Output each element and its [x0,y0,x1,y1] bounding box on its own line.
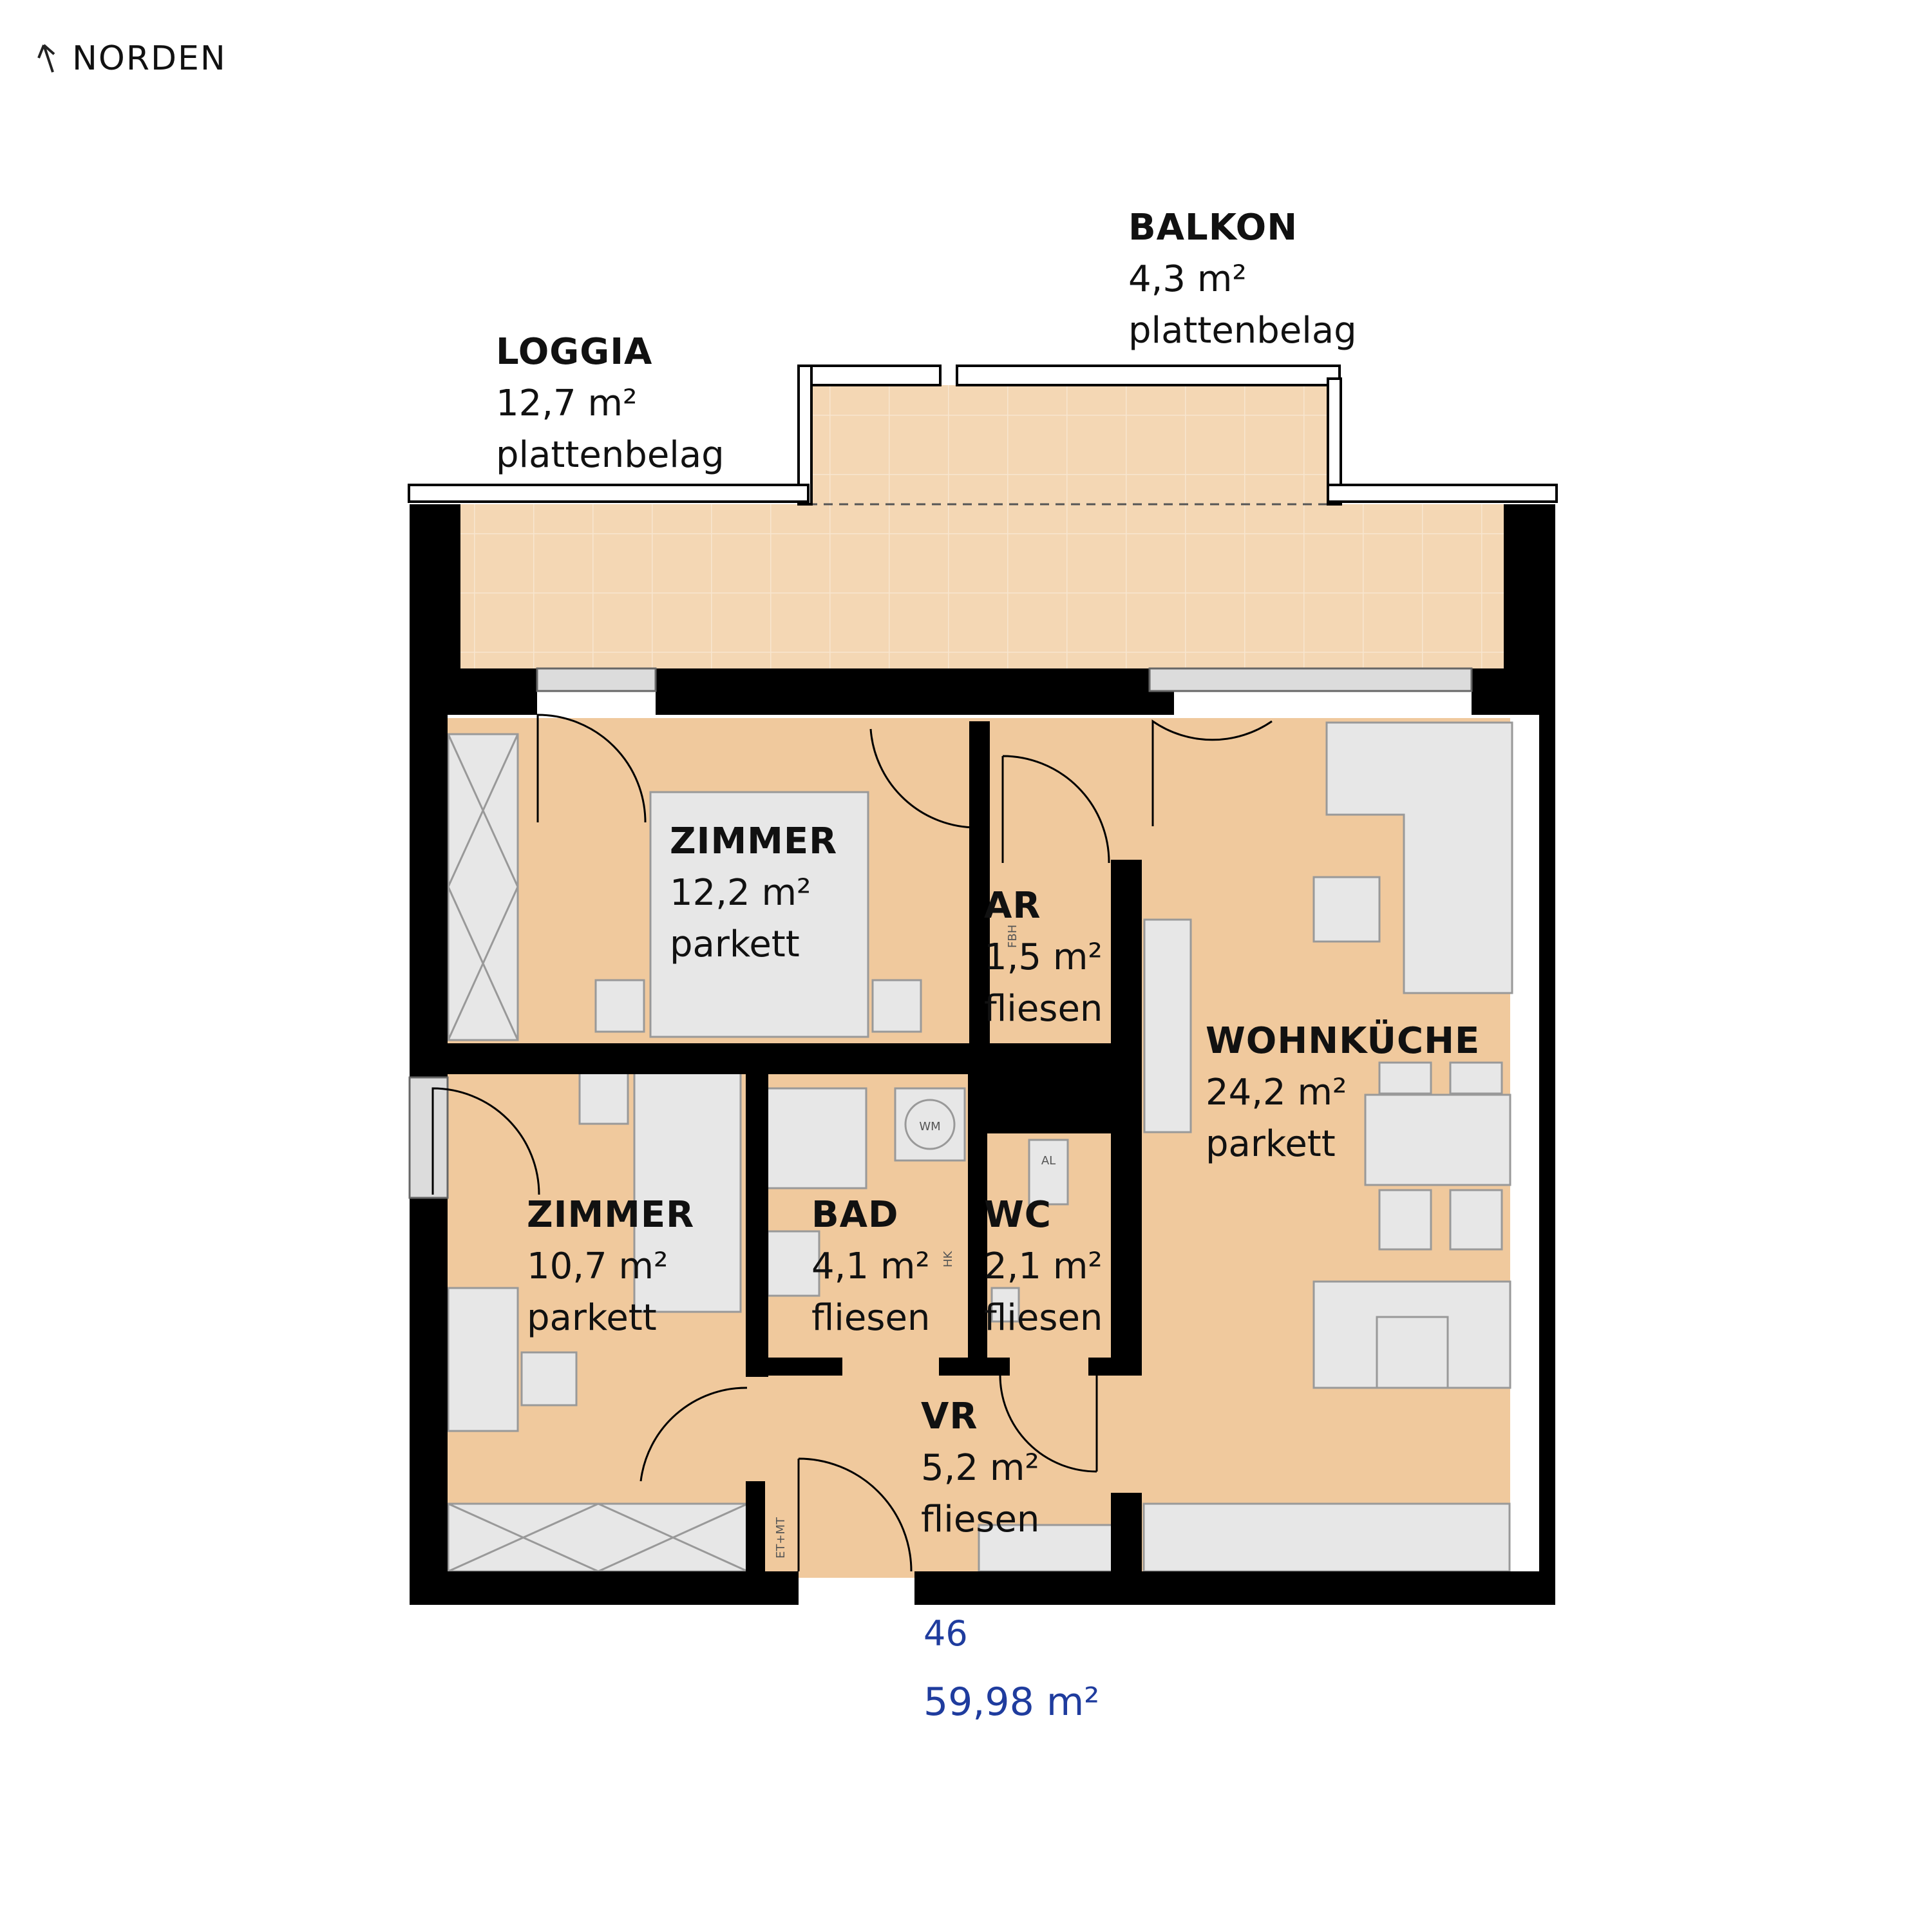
svg-text:10,7 m²: 10,7 m² [527,1245,668,1287]
svg-text:24,2 m²: 24,2 m² [1206,1072,1347,1113]
cooktop-icon [1312,1280,1511,1389]
svg-text:fliesen: fliesen [984,988,1103,1030]
svg-text:fliesen: fliesen [811,1297,930,1339]
bed-icon [649,791,869,1038]
walls [410,504,1555,1605]
svg-text:fliesen: fliesen [921,1499,1039,1540]
svg-text:WC: WC [984,1194,1052,1236]
svg-text:LOGGIA: LOGGIA [496,331,652,373]
svg-text:parkett: parkett [670,923,800,965]
svg-text:4,1 m²: 4,1 m² [811,1245,930,1287]
fbh-label: FBH [1006,925,1019,948]
svg-text:BAD: BAD [811,1194,899,1236]
unit-area: 59,98 m² [923,1680,1099,1725]
svg-text:WOHNKÜCHE: WOHNKÜCHE [1206,1020,1480,1062]
label-balkon: BALKON 4,3 m² plattenbelag [1128,207,1357,352]
svg-text:12,7 m²: 12,7 m² [496,383,638,424]
desk-icon [447,1287,519,1432]
svg-text:VR: VR [921,1396,978,1437]
svg-text:2,1 m²: 2,1 m² [984,1245,1103,1287]
svg-text:plattenbelag: plattenbelag [496,434,724,476]
balkon-floor [808,385,1330,504]
doors [431,714,1273,1572]
label-loggia: LOGGIA 12,7 m² plattenbelag [496,331,724,476]
loggia-floor [460,504,1504,668]
et-mt-label: ET+MT [774,1517,788,1558]
hk-label: HK [942,1250,955,1267]
al-label: AL [1041,1154,1056,1168]
windows [408,667,1473,1199]
sink-icon [766,1230,820,1297]
bed2-icon [633,1071,742,1313]
toilet-icon [1028,1139,1069,1206]
label-vr: VR 5,2 m² fliesen [921,1396,1039,1540]
svg-text:ZIMMER: ZIMMER [670,820,837,862]
kitchen-counter-icon [1142,1502,1511,1573]
wardrobe2-icon [447,1502,749,1573]
svg-text:AR: AR [984,885,1041,927]
label-wohnkueche: WOHNKÜCHE 24,2 m² parkett [1206,1020,1480,1165]
dining-table-icon [1364,1094,1511,1186]
svg-text:5,2 m²: 5,2 m² [921,1447,1039,1489]
svg-text:4,3 m²: 4,3 m² [1128,258,1247,300]
svg-text:fliesen: fliesen [984,1297,1103,1339]
sofa-icon [1325,721,1513,994]
unit-number: 46 [923,1613,968,1654]
label-zimmer-1: ZIMMER 12,2 m² parkett [670,820,837,965]
balkon-railing [408,365,1558,506]
label-bad: BAD 4,1 m² fliesen [811,1194,930,1339]
svg-text:ZIMMER: ZIMMER [527,1194,694,1236]
label-zimmer-2: ZIMMER 10,7 m² parkett [527,1194,694,1339]
north-label: NORDEN [72,39,227,78]
svg-text:parkett: parkett [527,1297,657,1339]
svg-text:1,5 m²: 1,5 m² [984,936,1103,978]
wm-label: WM [919,1120,940,1133]
svg-text:plattenbelag: plattenbelag [1128,310,1357,352]
north-arrow-icon [37,44,55,73]
shower-icon [765,1087,867,1189]
label-wc: WC 2,1 m² fliesen [984,1194,1103,1339]
svg-text:parkett: parkett [1206,1123,1336,1165]
label-ar: AR 1,5 m² fliesen [984,885,1103,1030]
svg-text:BALKON: BALKON [1128,207,1298,249]
svg-text:12,2 m²: 12,2 m² [670,872,811,914]
